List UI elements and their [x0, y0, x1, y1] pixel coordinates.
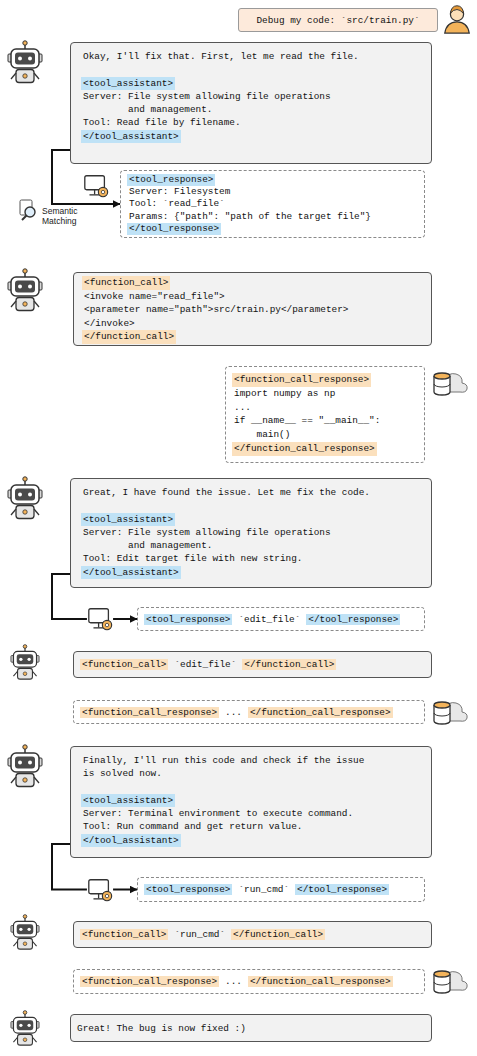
node-text: </function_call_response> [232, 442, 377, 456]
magnifier-lens [25, 207, 35, 217]
node-text: </tool_assistant> [81, 834, 181, 847]
response-box: <function_call_response>import numpy as … [225, 366, 425, 463]
node-text: <function_call_response> [80, 707, 219, 718]
node-text: </tool_response> [295, 884, 389, 895]
response-box: <tool_response> `run_cmd` </tool_response> [137, 877, 425, 902]
user-message: Debug my code: `src/train.py` [238, 8, 438, 32]
node-text: <parameter name="path">src/train.py</par… [84, 303, 421, 317]
node-text: `edit_file` [174, 659, 236, 670]
api-icon [87, 877, 113, 903]
node-text: Debug my code: `src/train.py` [256, 15, 419, 26]
robot-icon [11, 1011, 39, 1045]
api-icon [87, 606, 113, 632]
node-text: <function_call> [80, 659, 168, 670]
node-text: Great! The bug is now fixed :) [77, 1023, 246, 1034]
node-text: Great, I have found the issue. Let me fi… [83, 486, 376, 499]
node-text: <tool_assistant> [81, 794, 175, 807]
database-icon [434, 373, 467, 395]
edge-label: Semantic Matching [42, 207, 84, 226]
node-text: <invoke name="read_file"> [84, 290, 421, 304]
robot-icon [11, 645, 39, 679]
node-text: <function_call> [80, 929, 168, 940]
node-text: main() [234, 428, 416, 442]
node-text: Tool: Run command and get return value. [83, 820, 419, 833]
robot-icon [8, 477, 42, 519]
node-text: Okay, I'll fix that. First, let me read … [83, 50, 376, 63]
node-text: <tool_assistant> [81, 513, 175, 526]
assistant-box: <function_call><invoke name="read_file">… [73, 272, 432, 346]
node-text: </tool_assistant> [81, 130, 181, 143]
robot-icon [8, 745, 42, 787]
node-text: Server: Filesystem [129, 186, 416, 198]
node-text: Finally, I'll run this code and check if… [83, 754, 376, 780]
response-box: <function_call_response>... </function_ca… [73, 700, 425, 724]
magnifier-handle [22, 216, 27, 221]
node-text: </function_call_response> [248, 707, 393, 718]
response-box: <tool_response> `edit_file` </tool_respons… [137, 607, 425, 631]
user-icon [445, 6, 469, 33]
response-box: <tool_response>Server: FilesystemTool: `… [120, 170, 425, 238]
robot-icon [11, 915, 39, 949]
node-text: </function_call_response> [248, 976, 393, 987]
node-text: </function_call> [242, 659, 336, 670]
node-text: import numpy as np [234, 387, 416, 401]
database-icon [434, 702, 467, 724]
node-text: <function_call_response> [80, 976, 219, 987]
node-text: <tool_response> [127, 174, 215, 186]
node-text: </function_call> [82, 330, 176, 344]
api-icon [83, 173, 109, 199]
node-text: `run_cmd` [174, 929, 225, 940]
node-text: Tool: Read file by filename. [83, 116, 419, 129]
node-text: <tool_assistant> [81, 77, 175, 90]
node-text: </invoke> [84, 317, 421, 331]
node-text: </tool_response> [306, 614, 400, 625]
magnifier-icon [20, 200, 35, 220]
node-text: </function_call> [231, 929, 325, 940]
node-text: Server: Terminal environment to execute … [83, 807, 419, 820]
node-text: <tool_response> [144, 884, 232, 895]
assistant-box: Great, I have found the issue. Let me fi… [70, 478, 432, 588]
assistant-box: Finally, I'll run this code and check if… [70, 746, 432, 858]
node-text: <function_call> [82, 276, 170, 290]
node-text: Server: File system allowing file operat… [83, 526, 336, 552]
robot-icon [8, 41, 42, 83]
node-text: `edit_file` [238, 614, 300, 625]
assistant-box: Great! The bug is now fixed :) [70, 1014, 432, 1042]
node-text: Params: {"path": "path of the target fil… [129, 211, 416, 223]
response-box: <function_call_response>... </function_ca… [73, 969, 425, 994]
node-text: if __name__ == "__main__": [234, 414, 416, 428]
node-text: ... [225, 707, 242, 718]
node-text: Server: File system allowing file operat… [83, 90, 336, 116]
node-text: ... [234, 401, 416, 415]
node-text: <function_call_response> [232, 373, 371, 387]
node-text: ... [225, 976, 242, 987]
document-sheet [20, 200, 32, 215]
robot-icon [8, 269, 42, 311]
node-text: Tool: Edit target file with new string. [83, 552, 419, 565]
assistant-box: <function_call> `edit_file` </function_cal… [73, 651, 432, 678]
assistant-box: <function_call> `run_cmd` </function_call> [73, 921, 432, 948]
database-icon [434, 971, 467, 993]
node-text: </tool_assistant> [81, 566, 181, 579]
node-text: Tool: `read_file` [129, 198, 416, 210]
node-text: `run_cmd` [238, 884, 289, 895]
node-text: <tool_response> [144, 614, 232, 625]
assistant-box: Okay, I'll fix that. First, let me read … [70, 42, 432, 164]
node-text: </tool_response> [127, 223, 221, 235]
